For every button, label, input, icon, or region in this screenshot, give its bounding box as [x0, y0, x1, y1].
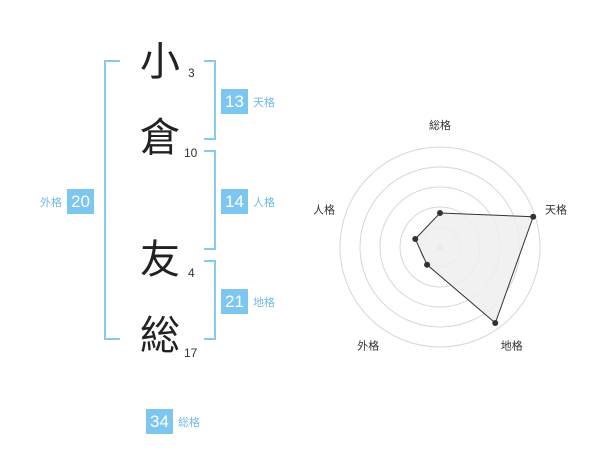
- tenkaku-label: 天格: [253, 95, 275, 109]
- radar-point-2: [492, 320, 499, 327]
- jinkaku-value: 14: [221, 189, 248, 214]
- radar-axis-label-2: 地格: [501, 339, 523, 353]
- gaikaku-value: 20: [67, 189, 94, 214]
- radar-point-0: [437, 210, 443, 216]
- tenkaku-bracket: [204, 60, 216, 140]
- chikaku-bracket: [204, 260, 216, 340]
- gaikaku-bracket: [104, 60, 120, 340]
- jinkaku-badge: 14 人格: [221, 189, 275, 214]
- stroke-count-4: 17: [184, 346, 198, 360]
- name-char-3: 友: [140, 237, 180, 283]
- radar-axis-label-1: 天格: [545, 202, 567, 216]
- radar-point-3: [424, 261, 431, 268]
- tenkaku-value: 13: [221, 89, 248, 114]
- tenkaku-badge: 13 天格: [221, 89, 275, 114]
- stroke-count-3: 4: [188, 266, 195, 280]
- radar-axis-label-0: 総格: [429, 118, 451, 132]
- name-char-4: 総: [140, 313, 180, 359]
- soukaku-badge: 34 総格: [146, 409, 200, 434]
- stroke-count-1: 3: [188, 66, 195, 80]
- radar-polygon: [414, 212, 534, 324]
- gaikaku-badge: 外格 20: [40, 189, 94, 214]
- jinkaku-bracket: [204, 150, 216, 250]
- radar-axis-label-3: 外格: [357, 339, 379, 353]
- radar-ring-5: [339, 146, 541, 348]
- name-char-1: 小: [140, 39, 180, 85]
- chikaku-label: 地格: [253, 295, 275, 309]
- chikaku-value: 21: [221, 289, 248, 314]
- radar-axis-label-4: 人格: [313, 202, 335, 216]
- soukaku-value: 34: [146, 409, 173, 434]
- stroke-count-2: 10: [184, 146, 198, 160]
- soukaku-label: 総格: [178, 415, 200, 429]
- radar-point-1: [530, 213, 537, 220]
- jinkaku-label: 人格: [253, 195, 275, 209]
- radar-polygon-group: [412, 210, 537, 327]
- gaikaku-label: 外格: [40, 195, 62, 209]
- radar-point-4: [412, 235, 419, 242]
- name-char-2: 倉: [140, 115, 180, 161]
- chikaku-badge: 21 地格: [221, 289, 275, 314]
